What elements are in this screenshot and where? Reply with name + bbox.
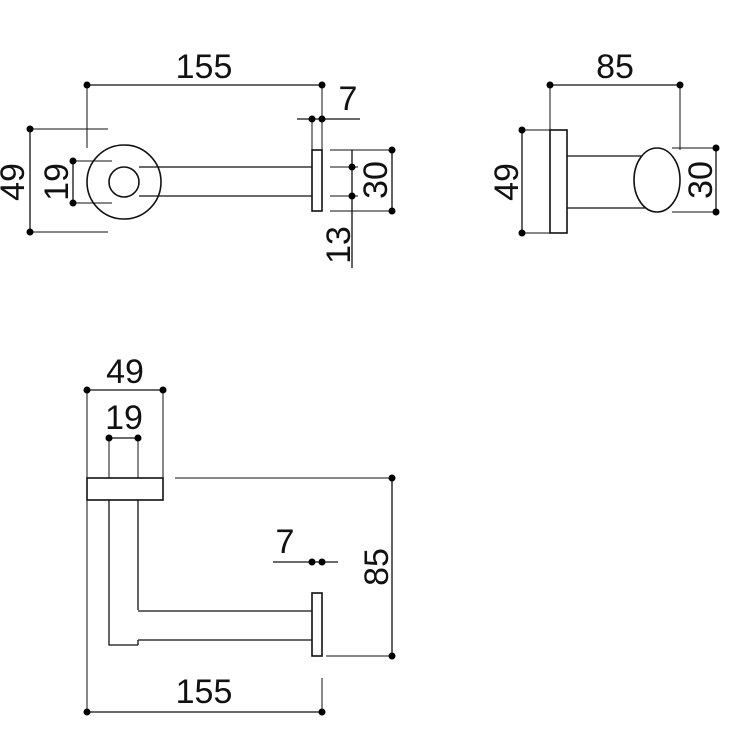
dim-dot: [388, 146, 396, 154]
front-19-ext: [73, 160, 112, 204]
side-view: 85 49 30: [488, 48, 720, 237]
dim-dot: [308, 115, 316, 123]
front-49-ext: [30, 128, 108, 233]
dim-dot: [159, 386, 167, 394]
front-view: 155 7 49 19 30 13: [0, 48, 396, 268]
dim-dot: [26, 125, 34, 133]
top-19-ext: [108, 438, 139, 478]
dim-dot: [318, 81, 326, 89]
side-arm: [567, 155, 645, 209]
front-dim-7: 7: [339, 80, 358, 118]
front-13-ext: [330, 166, 358, 197]
front-arm: [139, 166, 312, 197]
dim-dot: [348, 163, 356, 171]
front-dim-13: 13: [320, 226, 358, 264]
dim-dot: [318, 708, 326, 716]
side-end-knob: [633, 147, 681, 213]
top-49-ext: [86, 390, 164, 478]
top-arm: [138, 610, 312, 641]
dim-dot: [83, 386, 91, 394]
top-post: [108, 500, 139, 646]
side-49-ext: [522, 129, 550, 234]
front-dim-19: 19: [38, 163, 76, 201]
top-155-ext: [86, 500, 323, 712]
top-view: 49 19 7 85 155: [83, 353, 396, 716]
front-7-ext: [311, 119, 323, 150]
side-30-ext: [672, 147, 716, 213]
top-dim-85: 85: [358, 548, 396, 586]
dim-dot: [518, 229, 526, 237]
dim-dot: [105, 434, 113, 442]
dim-dot: [318, 558, 326, 566]
dim-dot: [546, 81, 554, 89]
top-dim-155: 155: [176, 673, 233, 711]
front-rosette-hub: [108, 166, 140, 198]
dim-dot: [388, 652, 396, 660]
dim-dot: [26, 228, 34, 236]
side-dim-30: 30: [682, 161, 720, 199]
dim-dot: [69, 199, 77, 207]
dim-dot: [518, 126, 526, 134]
side-85-ext: [549, 85, 681, 150]
top-dim-7: 7: [276, 523, 295, 561]
dim-dot: [308, 558, 316, 566]
front-end-plate: [311, 149, 323, 212]
side-dim-85: 85: [596, 48, 634, 86]
dim-dot: [348, 192, 356, 200]
front-dim-155: 155: [176, 48, 233, 86]
dim-dot: [676, 81, 684, 89]
top-85-ext: [175, 477, 392, 657]
dim-dot: [69, 157, 77, 165]
top-end-plate: [311, 592, 323, 657]
front-30-ext: [330, 149, 392, 212]
dim-dot: [388, 474, 396, 482]
top-rosette-plate: [86, 477, 164, 501]
side-dim-49: 49: [488, 163, 526, 201]
dim-dot: [388, 207, 396, 215]
top-dim-49: 49: [106, 353, 144, 391]
dim-dot: [134, 434, 142, 442]
top-dim-19: 19: [105, 399, 143, 437]
side-rosette-plate: [549, 129, 568, 234]
dim-dot: [83, 708, 91, 716]
dim-dot: [712, 208, 720, 216]
front-dim-30: 30: [357, 161, 395, 199]
front-dim-49: 49: [0, 163, 32, 201]
dim-dot: [712, 144, 720, 152]
dim-dot: [83, 81, 91, 89]
dim-dot: [318, 115, 326, 123]
